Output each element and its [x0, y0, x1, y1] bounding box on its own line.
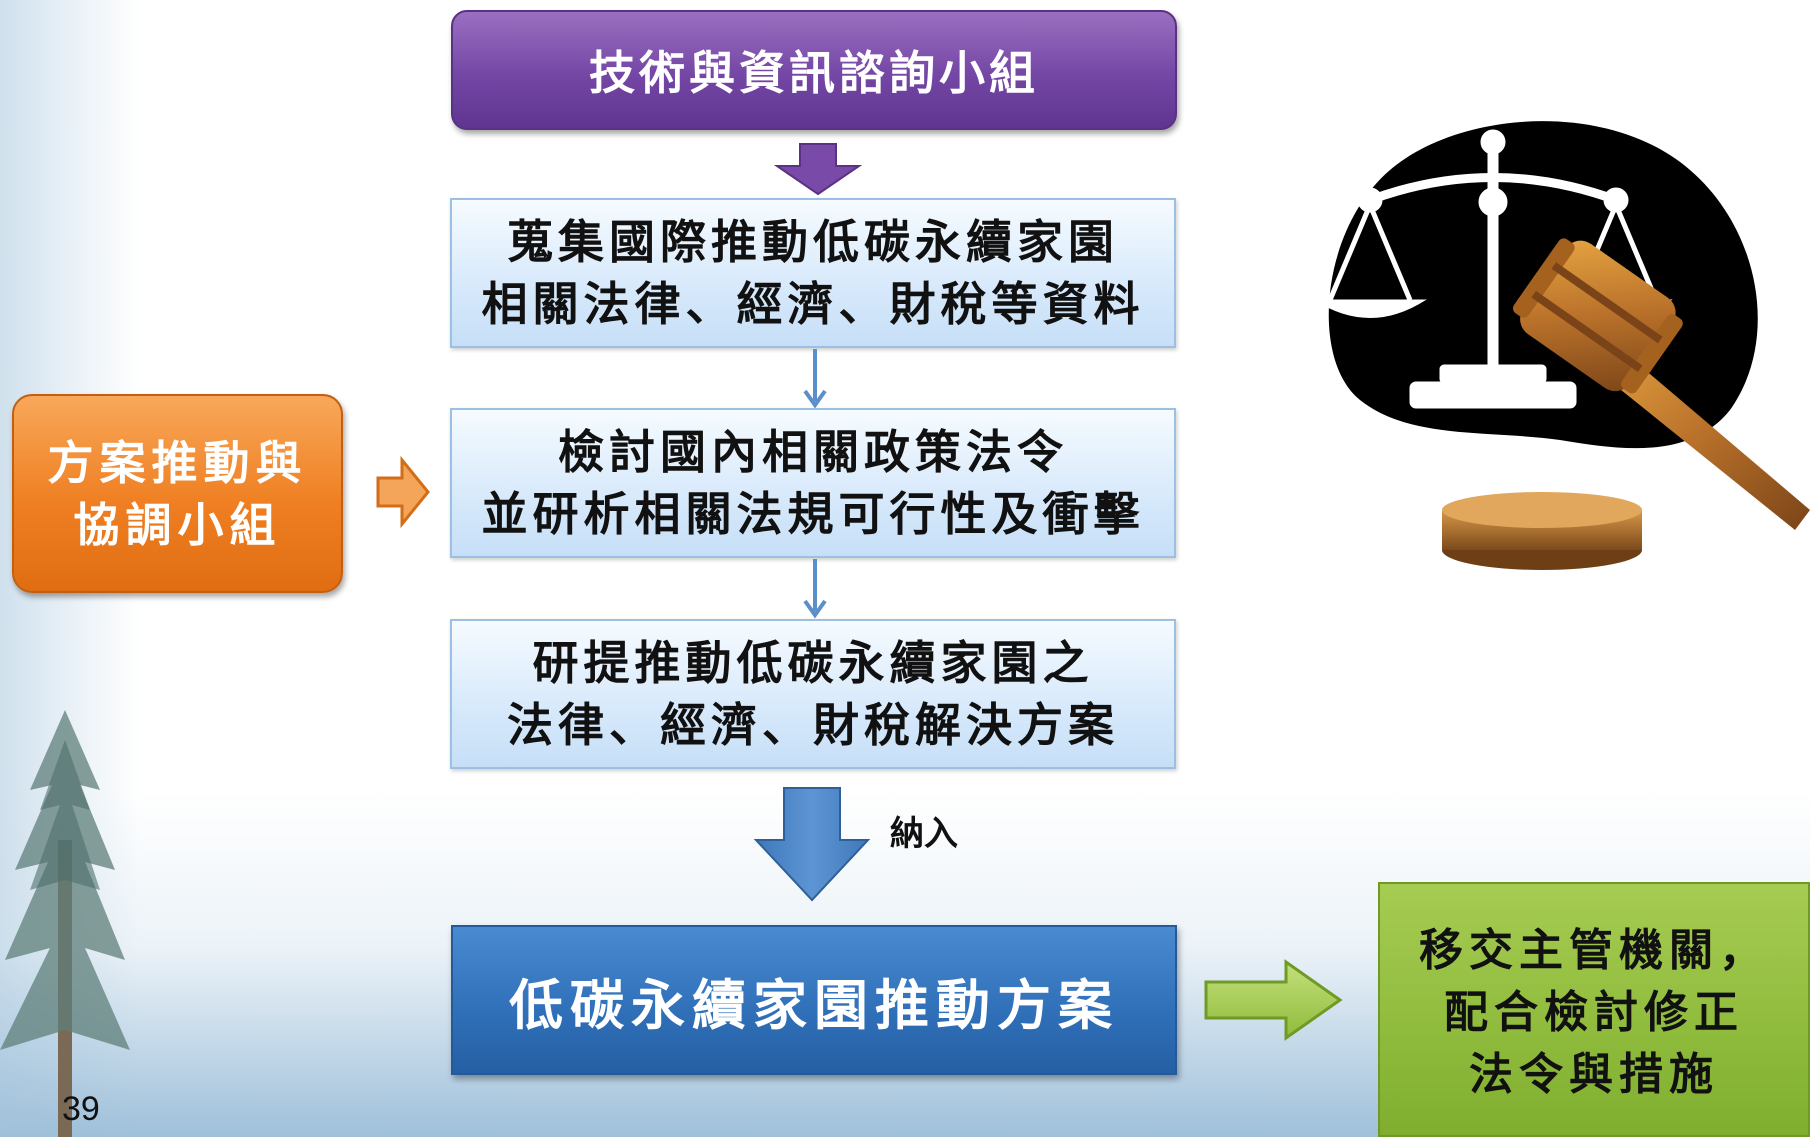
step1-line1: 蒐集國際推動低碳永續家園 [507, 215, 1119, 269]
transfer-authority-box: 移交主管機關， 配合檢討修正 法令與措施 [1378, 882, 1810, 1137]
right-arrow-icon [376, 455, 430, 529]
green-arrow-icon [1204, 959, 1343, 1041]
output-line1: 移交主管機關， [1419, 924, 1769, 976]
side-line1: 方案推動與 [47, 435, 308, 490]
side-line2: 協調小組 [73, 497, 282, 552]
connector-arrow-icon [803, 559, 827, 619]
down-arrow-icon [773, 143, 863, 196]
step2-line2: 並研析相關法規可行性及衝擊 [481, 487, 1145, 541]
step2-line1: 檢討國內相關政策法令 [558, 425, 1068, 479]
consulting-group-box: 技術與資訊諮詢小組 [451, 10, 1177, 130]
tree-image [0, 710, 130, 1137]
include-arrow-icon [753, 787, 871, 902]
step1-line2: 相關法律、經濟、財稅等資料 [481, 277, 1145, 331]
consulting-group-label: 技術與資訊諮詢小組 [589, 46, 1039, 100]
step3-line2: 法律、經濟、財稅解決方案 [507, 698, 1119, 752]
promotion-plan-label: 低碳永續家園推動方案 [509, 972, 1119, 1037]
output-line2: 配合檢討修正 [1444, 986, 1744, 1038]
promotion-plan-box: 低碳永續家園推動方案 [451, 925, 1177, 1075]
step-review-regulations-box: 檢討國內相關政策法令 並研析相關法規可行性及衝擊 [450, 408, 1176, 558]
justice-scale-gavel-icon [1313, 121, 1810, 570]
step-propose-solutions-box: 研提推動低碳永續家園之 法律、經濟、財稅解決方案 [450, 619, 1176, 769]
connector-arrow-icon [803, 349, 827, 409]
output-line3: 法令與措施 [1469, 1048, 1719, 1100]
include-label: 納入 [890, 814, 958, 854]
step3-line1: 研提推動低碳永續家園之 [532, 636, 1094, 690]
step-collect-data-box: 蒐集國際推動低碳永續家園 相關法律、經濟、財稅等資料 [450, 198, 1176, 348]
coordination-group-box: 方案推動與 協調小組 [12, 394, 343, 593]
page-number: 39 [62, 1090, 100, 1128]
